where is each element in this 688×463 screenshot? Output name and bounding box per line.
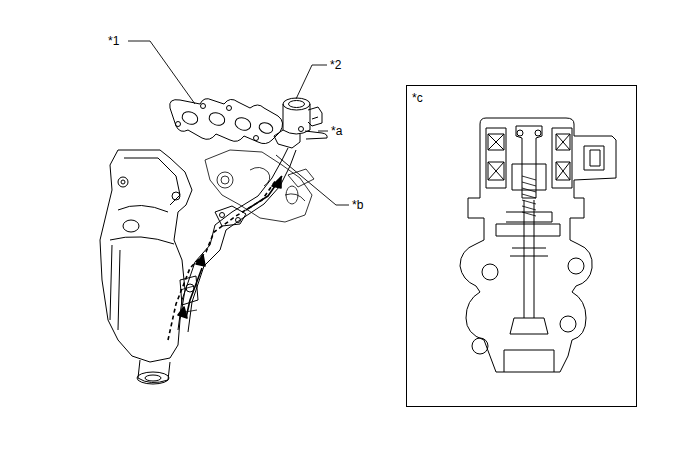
inset-frame: *c: [406, 85, 637, 407]
inset-label: *c: [407, 86, 423, 105]
callout-number: *b: [352, 198, 363, 212]
callout-number: *1: [108, 34, 119, 48]
egr-valve-section: [460, 118, 616, 372]
callout-number: *a: [331, 124, 342, 138]
manifold-gasket: [170, 99, 283, 144]
exhaust-manifold-converter: [100, 150, 198, 384]
leader-lines: [128, 41, 349, 205]
egr-valve: [274, 98, 327, 148]
flow-arrows: [168, 176, 282, 340]
egr-pipe: [178, 148, 296, 332]
callout-number: *2: [330, 58, 341, 72]
engine-head: [205, 150, 314, 222]
